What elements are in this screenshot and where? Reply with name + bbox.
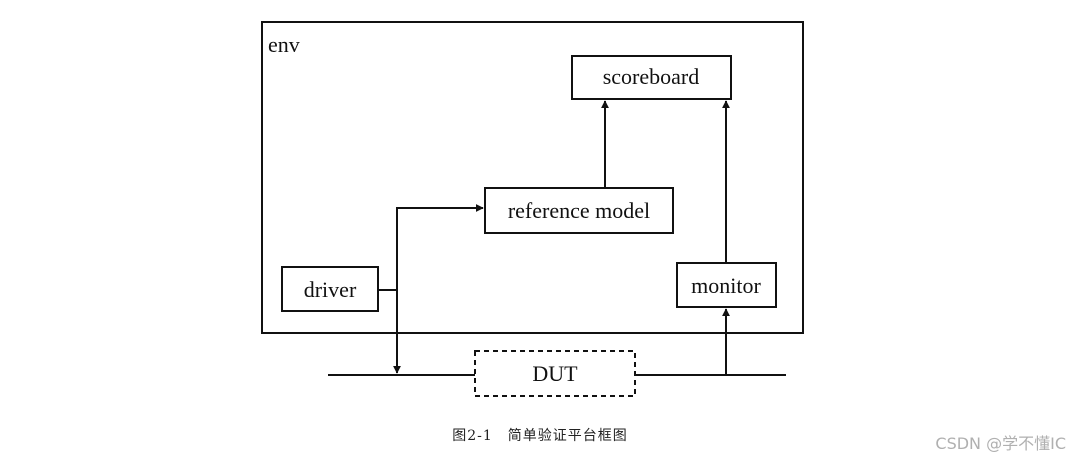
env-label: env xyxy=(268,32,300,57)
scoreboard-label: scoreboard xyxy=(603,64,700,89)
driver-block: driver xyxy=(281,266,379,312)
dut-block: DUT xyxy=(474,350,636,397)
dut-label: DUT xyxy=(532,361,578,386)
verification-platform-diagram: env scoreboard reference model driver mo… xyxy=(261,21,804,397)
reference-model-block: reference model xyxy=(484,187,674,234)
scoreboard-block: scoreboard xyxy=(571,55,732,100)
monitor-label: monitor xyxy=(691,273,761,298)
driver-label: driver xyxy=(304,277,357,302)
monitor-block: monitor xyxy=(676,262,777,308)
reference-model-label: reference model xyxy=(508,198,650,223)
env-container: env xyxy=(261,21,804,334)
figure-caption: 图2-1 简单验证平台框图 xyxy=(452,428,628,444)
watermark: CSDN @学不懂IC xyxy=(935,434,1066,453)
driver-to-reference-model-arrow xyxy=(396,204,484,290)
